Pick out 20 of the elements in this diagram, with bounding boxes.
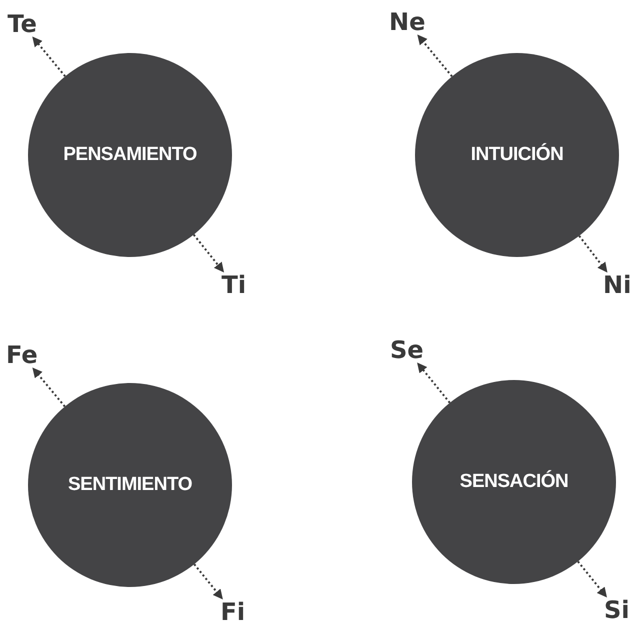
function-label: Se xyxy=(390,336,424,364)
dotted-arrow xyxy=(193,564,223,600)
dotted-arrow xyxy=(417,34,453,78)
function-label: Si xyxy=(604,596,630,624)
dotted-arrow xyxy=(578,235,608,273)
circle-label: INTUICIÓN xyxy=(470,144,564,166)
function-label: Ne xyxy=(389,8,426,36)
function-label: Fe xyxy=(6,341,38,369)
dotted-arrow xyxy=(417,362,451,404)
circle-label: SENTIMIENTO xyxy=(68,474,192,496)
dotted-arrow xyxy=(32,367,66,408)
function-label: Ni xyxy=(603,271,631,299)
function-label: Fi xyxy=(220,598,246,625)
circle-label: SENSACIÓN xyxy=(460,471,568,493)
dotted-arrow xyxy=(192,234,224,273)
function-label: Te xyxy=(8,10,37,38)
circle-label: PENSAMIENTO xyxy=(63,144,197,166)
dotted-arrow xyxy=(577,560,607,598)
dotted-arrow xyxy=(32,36,66,77)
function-label: Ti xyxy=(222,271,246,299)
